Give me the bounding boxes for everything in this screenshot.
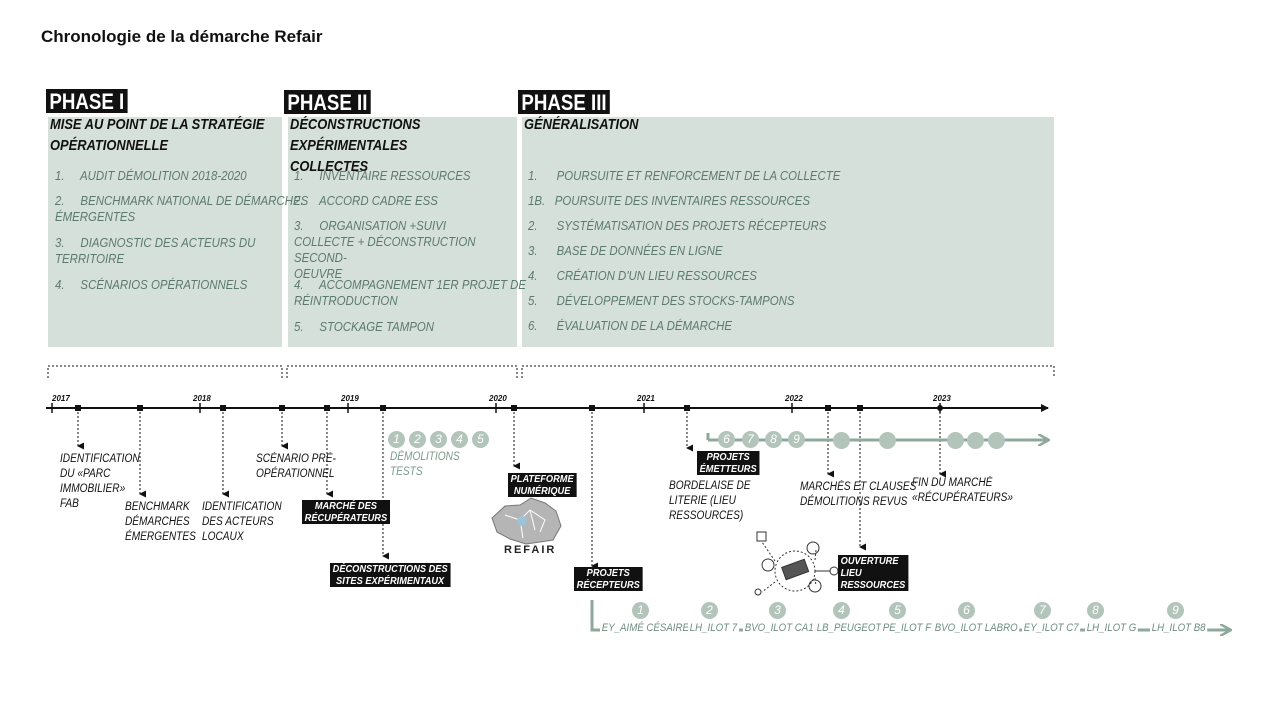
phase-3-item: 3. BASE DE DONNÉES EN LIGNE: [528, 243, 723, 258]
project-number: 2: [701, 602, 718, 619]
project-name: LH_ILOT G: [1085, 622, 1139, 634]
year-label: 2022: [785, 394, 803, 403]
page-title: Chronologie de la démarche Refair: [41, 27, 323, 46]
emitter-dot: [833, 432, 850, 449]
year-ticks: [51, 403, 941, 413]
demolition-number: 1: [388, 431, 405, 448]
phase-3-item: 1B. POURSUITE DES INVENTAIRES RESSOURCES: [528, 193, 811, 208]
project-name: LB_PEUGEOT: [815, 622, 884, 634]
emitter-number: 9: [788, 431, 805, 448]
refair-logo: REFAIR: [504, 544, 557, 556]
phase-3-label: PHASE III: [518, 90, 611, 115]
lieu-ressources-illustration: [754, 531, 839, 596]
year-label: 2019: [341, 394, 359, 403]
emitter-dot: [988, 432, 1005, 449]
project-number: 5: [889, 602, 906, 619]
year-label: 2021: [637, 394, 655, 403]
emitter-number: 8: [765, 431, 782, 448]
phase-bracket: [47, 365, 1055, 378]
project-name: LH_ILOT 7: [688, 622, 739, 634]
project-name: PE_ILOT F: [881, 622, 933, 634]
phase-2-item: 2. ACCORD CADRE ESS: [294, 193, 438, 208]
project-number: 7: [1034, 602, 1051, 619]
demolition-number: 5: [472, 431, 489, 448]
year-label: 2023: [933, 394, 951, 403]
phase-2-item: 1. INVENTAIRE RESSOURCES: [294, 168, 471, 183]
project-name: EY_ILOT C7: [1022, 622, 1081, 634]
emitter-dot: [967, 432, 984, 449]
phase-3-item: 5. DÉVELOPPEMENT DES STOCKS-TAMPONS: [528, 293, 795, 308]
project-number: 9: [1167, 602, 1184, 619]
phase-1-label: PHASE I: [46, 89, 128, 114]
project-number: 1: [632, 602, 649, 619]
event-markers: [75, 405, 943, 411]
event-label: SCÉNARIO PRÉ-OPÉRATIONNEL: [256, 453, 336, 480]
event-label: FIN DU MARCHÉ«RÉCUPÉRATEURS»: [912, 477, 1014, 504]
phase-2-box: [288, 117, 517, 347]
year-label: 2018: [193, 394, 211, 403]
year-label: 2017: [52, 394, 70, 403]
demolition-number: 4: [451, 431, 468, 448]
phase-1-item: 1. AUDIT DÉMOLITION 2018-2020: [55, 168, 247, 183]
phase-3-item: 1. POURSUITE ET RENFORCEMENT DE LA COLLE…: [528, 168, 841, 183]
year-label: 2020: [489, 394, 507, 403]
project-name: LH_ILOT B8: [1150, 622, 1208, 634]
phase-3-box: [522, 117, 1054, 347]
project-number: 4: [833, 602, 850, 619]
project-number: 6: [958, 602, 975, 619]
demolition-number: 3: [430, 431, 447, 448]
project-number: 8: [1087, 602, 1104, 619]
demolition-number: 2: [409, 431, 426, 448]
phase-3-item: 2. SYSTÉMATISATION DES PROJETS RÉCEPTEUR…: [528, 218, 827, 233]
phase-1-box: [48, 117, 282, 347]
emitter-dot: [879, 432, 896, 449]
phase-3-item: 6. ÉVALUATION DE LA DÉMARCHE: [528, 318, 733, 333]
emitter-number: 6: [718, 431, 735, 448]
emitter-dot: [947, 432, 964, 449]
project-number: 3: [769, 602, 786, 619]
phase-3-subtitle: GÉNÉRALISATION: [524, 116, 639, 133]
phase-2-label: PHASE II: [284, 90, 371, 115]
plateforme-map-image: [491, 497, 562, 545]
phase-2-item: 5. STOCKAGE TAMPON: [294, 319, 435, 334]
project-name: EY_AIMÉ CÉSAIRE: [600, 622, 691, 634]
project-name: BVO_ILOT CA1: [743, 622, 816, 634]
phase-3-item: 4. CRÉATION D'UN LIEU RESSOURCES: [528, 268, 757, 283]
emitter-number: 7: [742, 431, 759, 448]
phase-1-item: 4. SCÉNARIOS OPÉRATIONNELS: [55, 277, 248, 292]
project-name: BVO_ILOT LABRO: [933, 622, 1020, 634]
